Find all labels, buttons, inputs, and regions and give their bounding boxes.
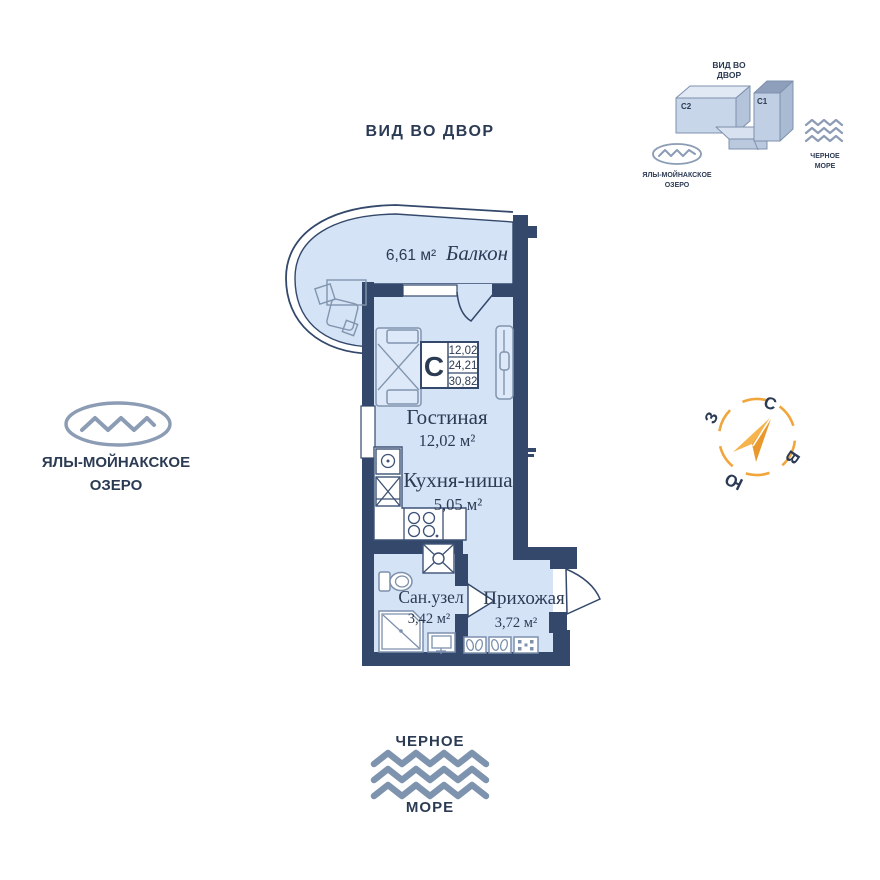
left-wall-window bbox=[360, 405, 376, 459]
minimap-view-line1: ВИД ВО bbox=[712, 60, 746, 70]
view-courtyard-label: ВИД ВО ДВОР bbox=[365, 123, 494, 140]
kitchen-area: 5,05 м² bbox=[434, 495, 482, 514]
minimap-c2-label: С2 bbox=[681, 102, 692, 111]
balcony-name: Балкон bbox=[445, 241, 508, 265]
living-area: 12,02 м² bbox=[419, 431, 476, 450]
compass-north: С bbox=[761, 393, 779, 415]
shoe-cabinet-2 bbox=[488, 636, 512, 654]
washing-machine bbox=[422, 543, 455, 574]
kitchen-name: Кухня-ниша bbox=[403, 468, 513, 492]
stamp-value-1: 12,02 bbox=[449, 345, 478, 357]
toilet bbox=[378, 571, 413, 592]
site-minimap: ВИД ВО ДВОР С2 С1 ЯЛЫ-МОЙНАКСКОЕ ОЗЕР bbox=[642, 60, 844, 189]
compass-south: Ю bbox=[722, 469, 746, 494]
compass-rose: С В Ю З bbox=[701, 393, 804, 494]
minimap-view-line2: ДВОР bbox=[717, 70, 742, 80]
living-top-window bbox=[402, 284, 458, 297]
stamp-value-2: 24,21 bbox=[449, 360, 478, 372]
minimap-building-c1: С1 bbox=[753, 80, 794, 142]
compass-arrow-icon bbox=[733, 415, 773, 462]
sea-label-line2: МОРЕ bbox=[406, 799, 454, 816]
lake-label-line1: ЯЛЫ-МОЙНАКСКОЕ bbox=[42, 453, 190, 471]
wardrobe bbox=[495, 325, 514, 400]
balcony-floor bbox=[294, 213, 514, 348]
stamp-value-3: 30,82 bbox=[449, 376, 478, 388]
minimap-c1-label: С1 bbox=[757, 97, 768, 106]
shower bbox=[378, 610, 424, 653]
bathroom-name: Сан.узел bbox=[398, 587, 464, 607]
cooktop-burners bbox=[407, 511, 439, 538]
apartment-plan: С 12,02 24,21 30,82 bbox=[285, 204, 601, 666]
sea-waves-icon bbox=[370, 749, 490, 800]
balcony-area: 6,61 м² bbox=[386, 247, 436, 264]
minimap-lake-icon bbox=[652, 143, 702, 165]
stamp-letter: С bbox=[424, 351, 444, 382]
balcony-furniture bbox=[314, 279, 367, 337]
minimap-sea-line2: МОРЕ bbox=[815, 163, 836, 170]
compass-west: З bbox=[701, 409, 723, 427]
minimap-sea-icon bbox=[804, 118, 844, 143]
minimap-sea-line1: ЧЕРНОЕ bbox=[810, 153, 840, 160]
minimap-lake-line1: ЯЛЫ-МОЙНАКСКОЕ bbox=[642, 170, 711, 179]
balcony-door-swing bbox=[456, 291, 495, 322]
hallway-area: 3,72 м² bbox=[495, 615, 538, 631]
living-name: Гостиная bbox=[406, 405, 488, 429]
minimap-building-c2: С2 bbox=[675, 85, 751, 134]
lake-label-line2: ОЗЕРО bbox=[90, 477, 143, 494]
hallway-name: Прихожая bbox=[483, 588, 565, 609]
minimap-lake-line2: ОЗЕРО bbox=[665, 182, 690, 189]
hallway-cabinet bbox=[513, 636, 539, 654]
sofa-bed bbox=[375, 327, 422, 407]
bathroom-door-swing bbox=[467, 582, 496, 619]
shoe-cabinet-1 bbox=[463, 636, 487, 654]
bathroom-sink bbox=[427, 632, 456, 654]
lake-icon bbox=[64, 401, 172, 447]
sea-label-line1: ЧЕРНОЕ bbox=[395, 733, 464, 750]
balcony-glazing-line bbox=[285, 204, 514, 355]
entrance-door-swing bbox=[565, 567, 601, 616]
kitchen-counter bbox=[373, 446, 467, 541]
compass-circle bbox=[717, 397, 797, 477]
unit-stamp: С 12,02 24,21 30,82 bbox=[420, 341, 479, 389]
bathroom-area: 3,42 м² bbox=[408, 611, 451, 627]
